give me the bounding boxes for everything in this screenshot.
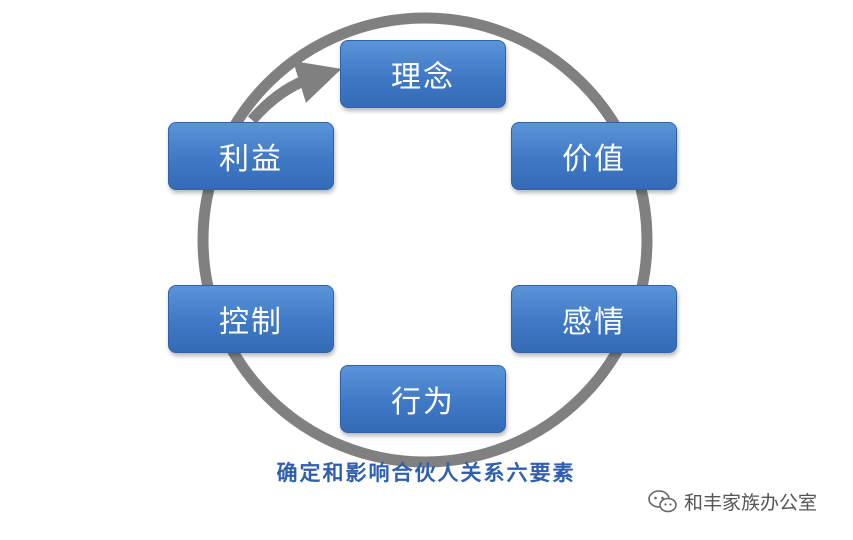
node-control: 控制	[168, 285, 334, 353]
node-behavior: 行为	[340, 365, 506, 433]
node-idea: 理念	[340, 40, 506, 108]
diagram-caption: 确定和影响合伙人关系六要素	[276, 460, 576, 485]
watermark: 和丰家族办公室	[648, 488, 817, 515]
node-value: 价值	[511, 122, 677, 190]
wechat-icon	[648, 489, 677, 512]
ring-arrow	[247, 60, 342, 124]
watermark-text: 和丰家族办公室	[684, 492, 818, 514]
node-interest: 利益	[168, 122, 334, 190]
ring-arc	[197, 12, 653, 468]
node-emotion: 感情	[511, 285, 677, 353]
